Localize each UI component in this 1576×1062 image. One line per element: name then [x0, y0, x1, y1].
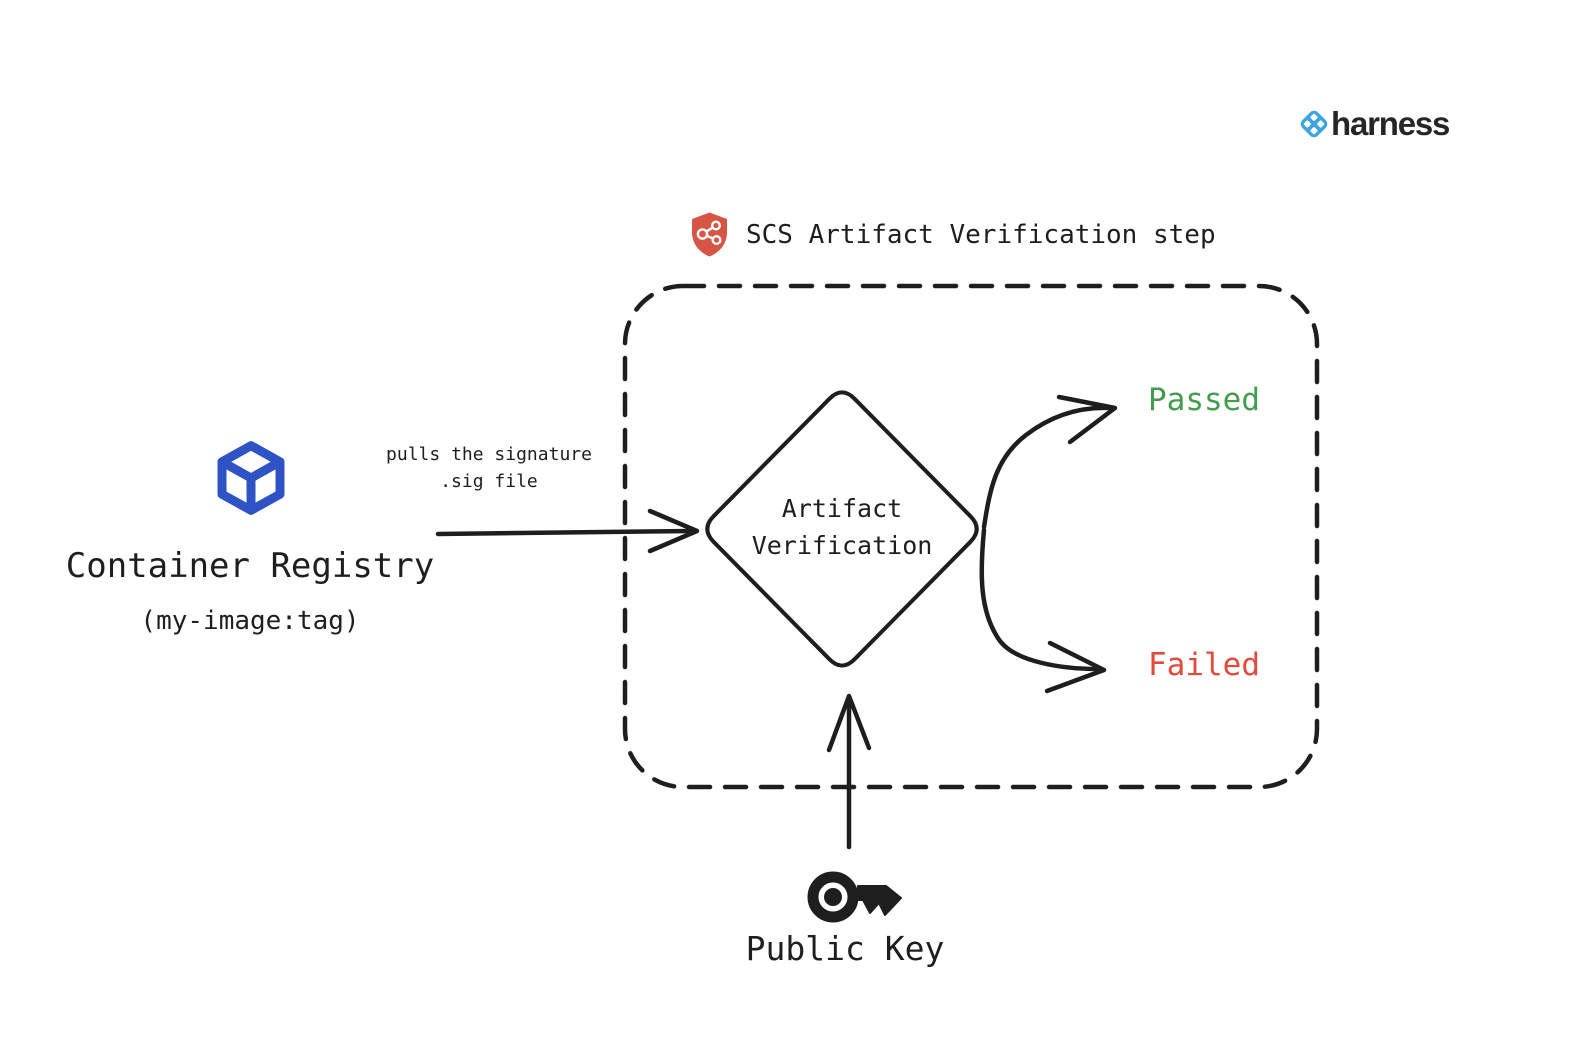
harness-logo-icon	[1300, 110, 1328, 138]
failed-label: Failed	[1148, 647, 1260, 683]
step-title: SCS Artifact Verification step	[746, 220, 1216, 250]
step-boundary-dashed-box	[622, 283, 1320, 790]
container-cube-icon	[217, 441, 285, 515]
artifact-verification-diamond	[705, 390, 979, 668]
pull-arrow-label-line1: pulls the signature	[386, 444, 592, 465]
container-registry-label: Container Registry	[65, 546, 435, 586]
pull-arrow-label: pulls the signature .sig file	[339, 441, 639, 495]
passed-label: Passed	[1148, 382, 1260, 418]
harness-wordmark: harness	[1331, 105, 1450, 142]
artifact-verification-label: Artifact Verification	[717, 490, 967, 564]
artifact-verification-label-line1: Artifact	[781, 494, 903, 523]
scs-shield-icon	[692, 212, 727, 257]
pull-arrow	[435, 508, 700, 554]
public-key-label: Public Key	[745, 929, 945, 968]
public-key-arrowhead	[826, 693, 872, 753]
artifact-verification-label-line2: Verification	[751, 531, 933, 560]
pull-arrowhead	[647, 508, 700, 554]
passed-arrowhead	[1056, 394, 1118, 445]
passed-branch-arrow	[981, 394, 1118, 530]
failed-arrowhead	[1044, 640, 1107, 694]
pull-arrow-label-line2: .sig file	[440, 471, 538, 492]
key-icon	[807, 871, 902, 923]
public-key-arrow	[826, 693, 872, 850]
container-registry-image-tag: (my-image:tag)	[140, 606, 360, 636]
failed-branch-arrow	[979, 527, 1107, 694]
